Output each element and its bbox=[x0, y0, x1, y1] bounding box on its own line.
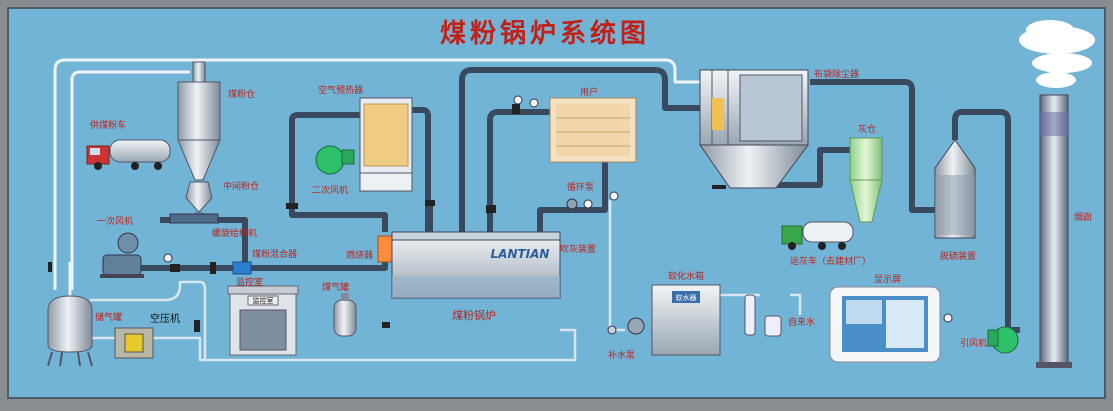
coal-truck: 供煤粉车 bbox=[86, 119, 171, 170]
chimney: 烟囱 bbox=[1036, 94, 1092, 368]
coal-supply-pipe bbox=[70, 70, 190, 290]
water-softener-label: 软化水箱 bbox=[668, 270, 704, 282]
control-room-label: 监控室 bbox=[236, 276, 263, 288]
soot-blower-label: 吹灰装置 bbox=[560, 243, 596, 255]
secondary-air-pipe bbox=[289, 112, 360, 200]
air-line-pipe bbox=[90, 280, 207, 360]
gas-cylinder: 煤气罐 bbox=[322, 281, 357, 337]
bag-filter-label: 布袋除尘器 bbox=[814, 68, 859, 80]
air-compressor: 空压机 bbox=[114, 312, 180, 359]
tap-water-filter: 自来水 bbox=[744, 294, 815, 337]
boiler-label: 煤粉锅炉 bbox=[452, 309, 496, 322]
ash-truck: 运灰车（去建材厂） bbox=[781, 221, 871, 267]
gas-cylinder-label: 煤气罐 bbox=[322, 281, 349, 293]
valves bbox=[48, 104, 726, 332]
coal-mixer: 煤粉混合器 bbox=[232, 248, 297, 275]
burner-label: 燃烧器 bbox=[346, 249, 373, 261]
tap-water-label: 自来水 bbox=[788, 316, 815, 328]
secondary-fan: 二次风机 bbox=[312, 145, 355, 196]
display-label: 显示屏 bbox=[874, 274, 901, 285]
user-return-pipe bbox=[537, 160, 608, 235]
desulfurizer-to-chimney-pipe bbox=[952, 109, 1020, 333]
flue-gas-pipe bbox=[459, 67, 700, 235]
preheater-outlet-pipe bbox=[412, 107, 431, 235]
air-compressor-label: 空压机 bbox=[150, 312, 180, 325]
filter-to-desulfurizer-pipe bbox=[810, 79, 935, 213]
user-building: 用户 bbox=[549, 86, 637, 163]
gas-storage-tank: 储气罐 bbox=[47, 295, 122, 367]
water-softener: 软水器 软化水箱 bbox=[651, 270, 721, 356]
screw-feeder-label: 螺旋给料机 bbox=[212, 227, 257, 239]
makeup-pump-label: 补水泵 bbox=[608, 349, 635, 361]
makeup-pump: 补水泵 bbox=[607, 317, 645, 361]
coal-bin: 煤粉仓 bbox=[177, 61, 255, 181]
ash-bin: 灰仓 bbox=[849, 123, 883, 223]
primary-fan-label: 一次风机 bbox=[97, 215, 133, 227]
boiler-brand: LANTIAN bbox=[491, 247, 550, 261]
intermediate-bin-label: 中间粉仓 bbox=[223, 180, 259, 192]
screw-feeder: 螺旋给料机 bbox=[169, 213, 257, 239]
compressor-loop-pipe bbox=[90, 328, 577, 362]
induced-fan: 引风机 bbox=[960, 326, 1019, 354]
control-room: 监控室 监控室 bbox=[227, 276, 299, 356]
gas-tank-label: 储气罐 bbox=[95, 311, 122, 323]
display-screen: 显示屏 bbox=[829, 274, 941, 363]
softener-sign: 软水器 bbox=[676, 293, 697, 302]
top-return-pipe bbox=[53, 58, 700, 290]
ash-truck-label: 运灰车（去建材厂） bbox=[790, 255, 871, 267]
desulfurizer: 脱硫装置 bbox=[934, 139, 976, 262]
coal-truck-label: 供煤粉车 bbox=[90, 119, 126, 131]
control-room-sign: 监控室 bbox=[253, 296, 274, 305]
ash-pipe bbox=[760, 147, 855, 188]
user-label: 用户 bbox=[580, 86, 598, 98]
circulation-pump-label: 循环泵 bbox=[567, 181, 594, 193]
chimney-smoke bbox=[1019, 20, 1095, 88]
induced-fan-label: 引风机 bbox=[960, 337, 987, 349]
chimney-label: 烟囱 bbox=[1074, 211, 1092, 223]
primary-fan: 一次风机 bbox=[97, 215, 144, 278]
secondary-fan-label: 二次风机 bbox=[312, 184, 348, 196]
diagram-title: 煤粉锅炉系统图 bbox=[440, 18, 650, 49]
ash-bin-label: 灰仓 bbox=[858, 123, 876, 135]
gauges bbox=[163, 95, 953, 323]
air-preheater-label: 空气预热器 bbox=[318, 84, 363, 96]
coal-bin-label: 煤粉仓 bbox=[228, 88, 255, 100]
bag-filter: 布袋除尘器 bbox=[699, 68, 859, 189]
air-preheater: 空气预热器 bbox=[318, 84, 413, 192]
circulation-pump: 循环泵 bbox=[566, 181, 594, 210]
user-supply-pipe bbox=[487, 109, 550, 235]
desulfurizer-label: 脱硫装置 bbox=[940, 250, 976, 262]
coal-mixer-label: 煤粉混合器 bbox=[252, 248, 297, 260]
boiler: LANTIAN 煤粉锅炉 bbox=[391, 231, 561, 322]
tap-water-pipe bbox=[790, 293, 802, 315]
